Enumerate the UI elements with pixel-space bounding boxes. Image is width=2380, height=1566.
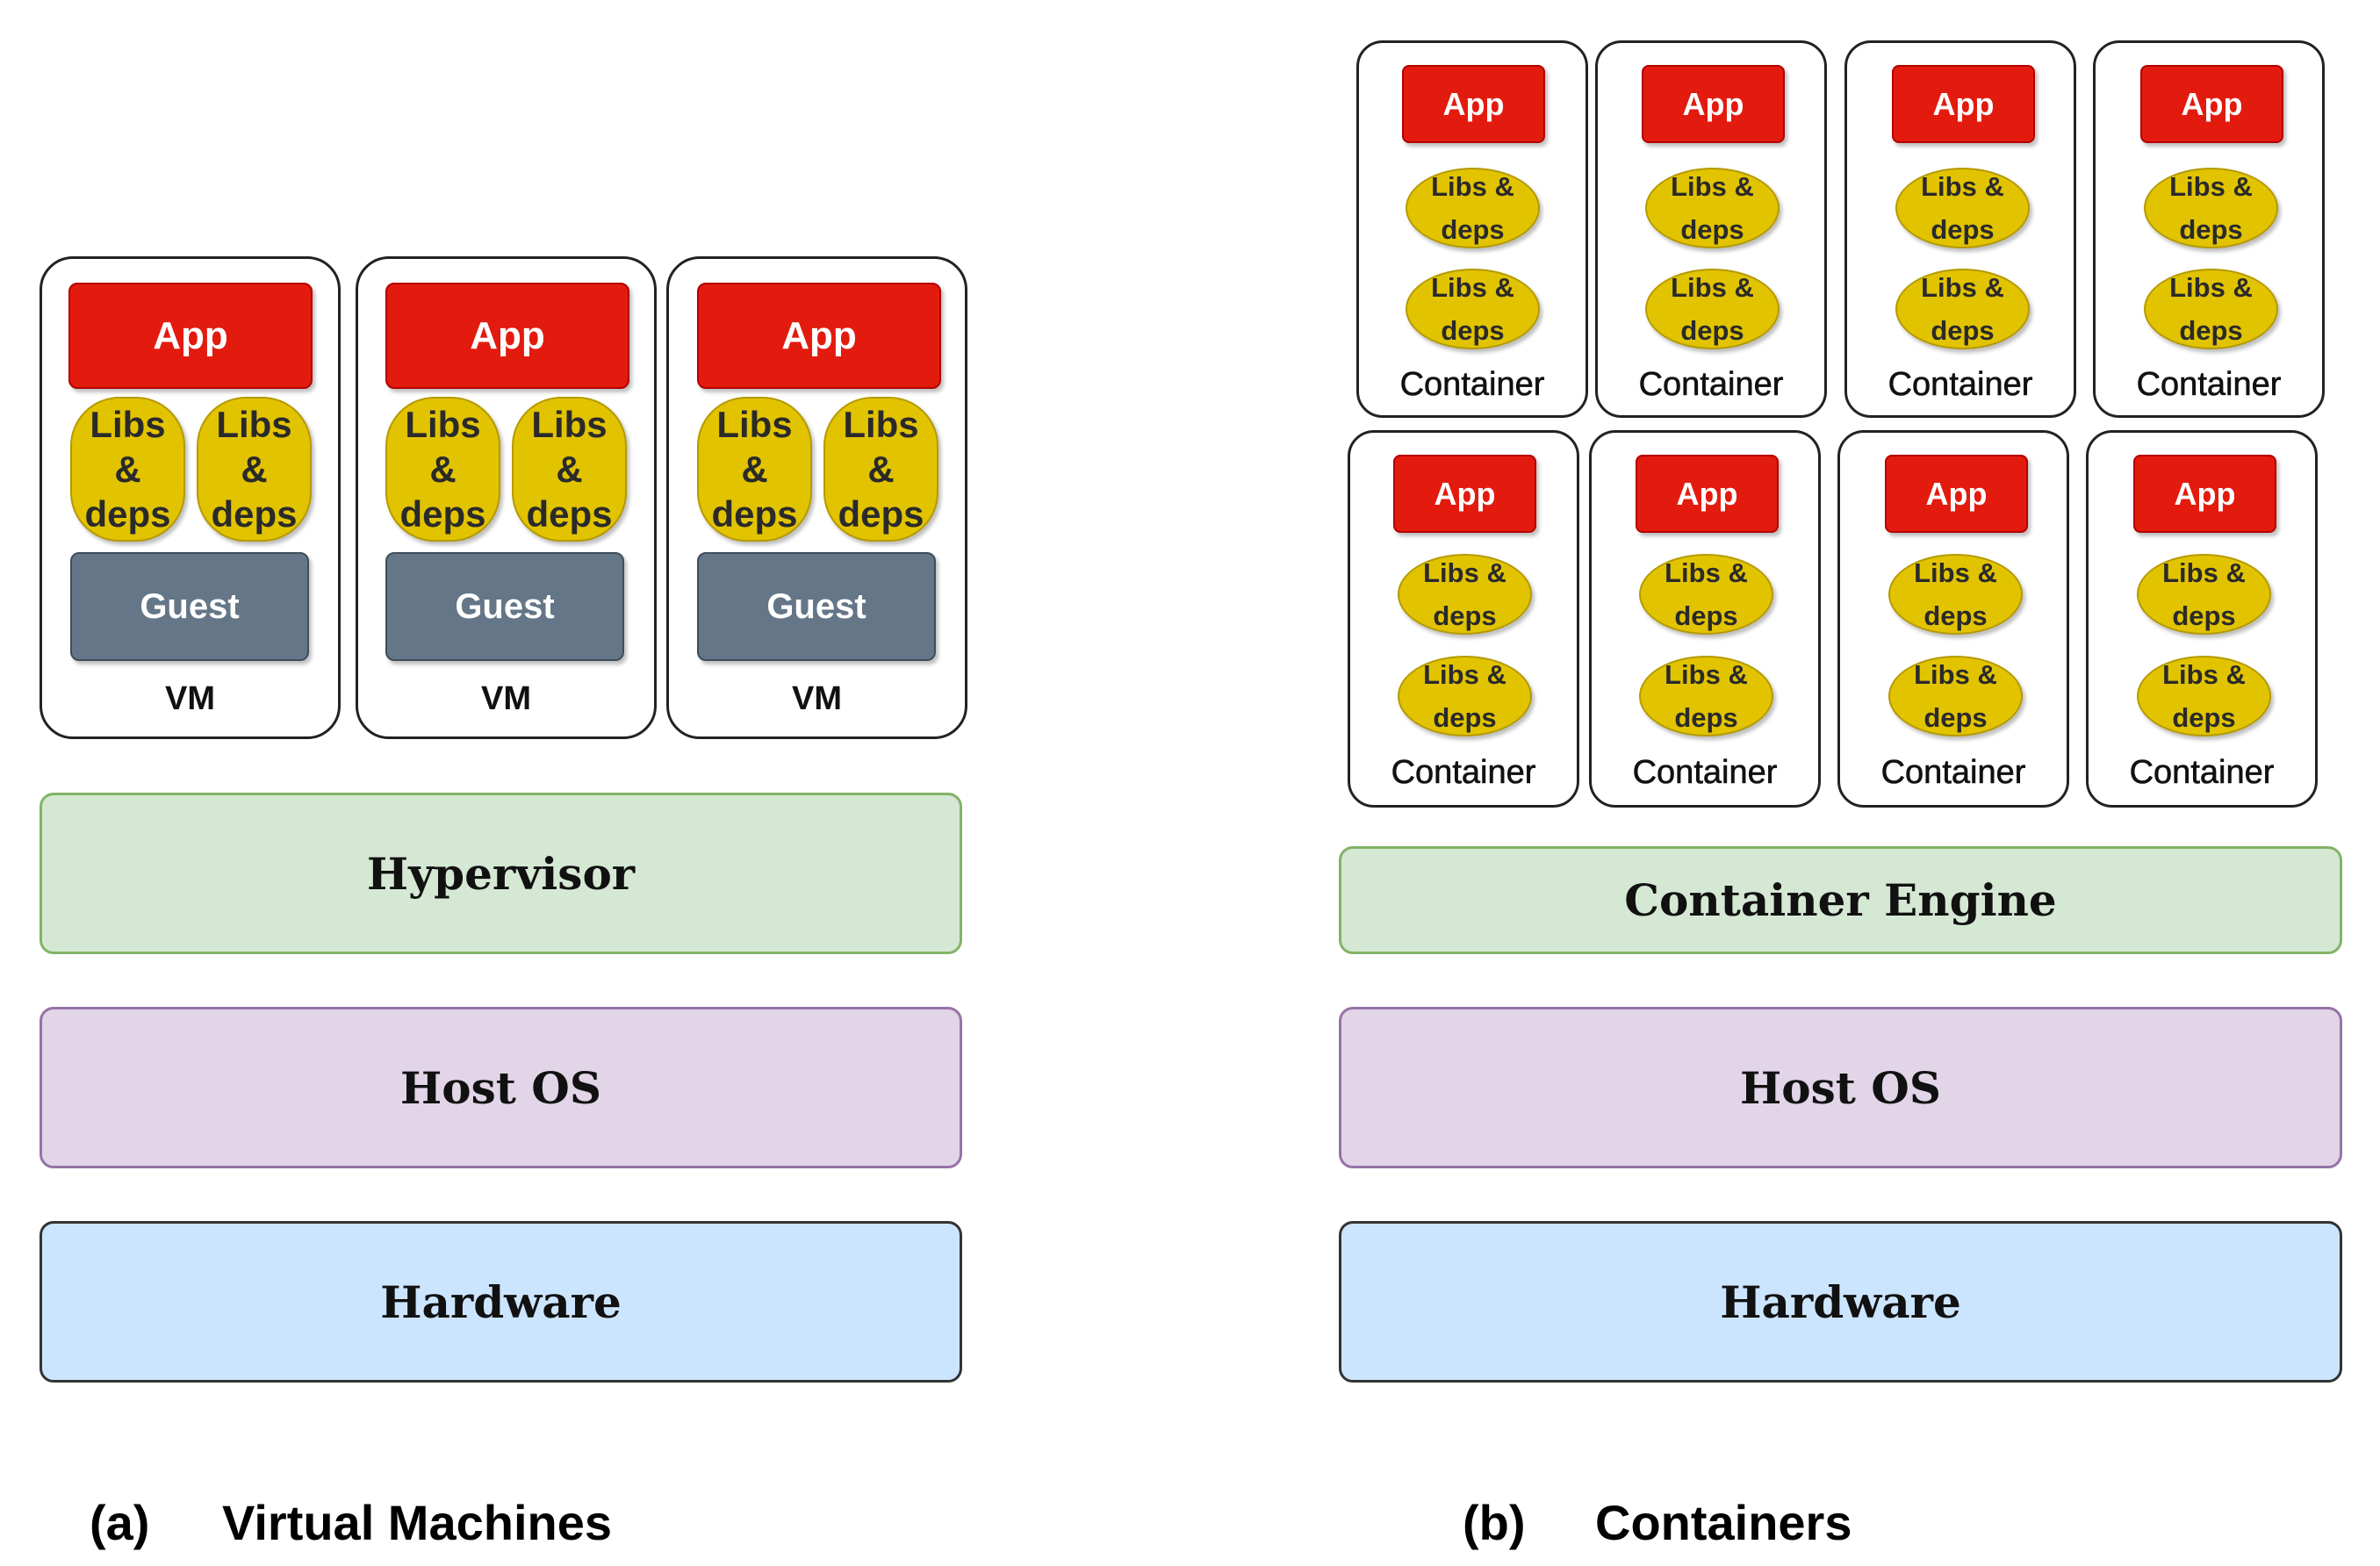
app-block: App bbox=[1393, 455, 1536, 533]
libs-deps-block: Libs & deps bbox=[512, 397, 627, 542]
container-box: App Libs & deps Libs & deps Container bbox=[2086, 430, 2318, 808]
libs-deps-block: Libs & deps bbox=[1895, 168, 2030, 248]
figure-caption: Containers bbox=[1595, 1495, 1852, 1550]
app-block: App bbox=[2133, 455, 2276, 533]
libs-deps-block: Libs & deps bbox=[1406, 168, 1540, 248]
libs-deps-block: Libs & deps bbox=[1888, 656, 2023, 736]
vm-label: VM bbox=[792, 680, 842, 717]
libs-deps-block: Libs & deps bbox=[2137, 554, 2271, 635]
vm-box: App Libs & deps Libs & deps Guest VM bbox=[356, 256, 657, 739]
container-label: Container bbox=[1632, 754, 1778, 792]
app-block: App bbox=[1885, 455, 2028, 533]
app-block: App bbox=[1636, 455, 1779, 533]
guest-os-block: Guest bbox=[697, 552, 936, 661]
libs-deps-block: Libs & deps bbox=[697, 397, 812, 542]
libs-deps-block: Libs & deps bbox=[823, 397, 938, 542]
vm-label: VM bbox=[481, 680, 531, 717]
container-box: App Libs & deps Libs & deps Container bbox=[1837, 430, 2069, 808]
libs-deps-block: Libs & deps bbox=[1639, 656, 1773, 736]
container-label: Container bbox=[1399, 366, 1545, 404]
libs-deps-block: Libs & deps bbox=[2137, 656, 2271, 736]
libs-deps-block: Libs & deps bbox=[70, 397, 185, 542]
vm-label: VM bbox=[165, 680, 215, 717]
libs-deps-block: Libs & deps bbox=[1398, 656, 1532, 736]
container-box: App Libs & deps Libs & deps Container bbox=[1348, 430, 1579, 808]
hardware-layer: Hardware bbox=[1339, 1221, 2342, 1383]
libs-deps-block: Libs & deps bbox=[1888, 554, 2023, 635]
libs-deps-block: Libs & deps bbox=[197, 397, 312, 542]
container-box: App Libs & deps Libs & deps Container bbox=[1589, 430, 1821, 808]
container-label: Container bbox=[1880, 754, 2026, 792]
libs-deps-block: Libs & deps bbox=[1645, 168, 1780, 248]
guest-os-block: Guest bbox=[70, 552, 309, 661]
figure-caption-letter: (a) bbox=[90, 1495, 150, 1550]
app-block: App bbox=[68, 283, 313, 389]
libs-deps-block: Libs & deps bbox=[385, 397, 500, 542]
libs-deps-block: Libs & deps bbox=[2144, 168, 2278, 248]
figure-caption-letter: (b) bbox=[1463, 1495, 1526, 1550]
vm-box: App Libs & deps Libs & deps Guest VM bbox=[40, 256, 341, 739]
hardware-layer: Hardware bbox=[40, 1221, 962, 1383]
libs-deps-block: Libs & deps bbox=[1398, 554, 1532, 635]
container-engine-layer: Container Engine bbox=[1339, 846, 2342, 954]
container-label: Container bbox=[1887, 366, 2033, 404]
app-block: App bbox=[385, 283, 629, 389]
container-box: App Libs & deps Libs & deps Container bbox=[2093, 40, 2325, 418]
libs-deps-block: Libs & deps bbox=[1645, 269, 1780, 349]
hypervisor-layer: Hypervisor bbox=[40, 793, 962, 954]
app-block: App bbox=[697, 283, 941, 389]
guest-os-block: Guest bbox=[385, 552, 624, 661]
libs-deps-block: Libs & deps bbox=[1895, 269, 2030, 349]
app-block: App bbox=[1402, 65, 1545, 143]
app-block: App bbox=[2140, 65, 2283, 143]
libs-deps-block: Libs & deps bbox=[2144, 269, 2278, 349]
host-os-layer: Host OS bbox=[40, 1007, 962, 1168]
host-os-layer: Host OS bbox=[1339, 1007, 2342, 1168]
container-box: App Libs & deps Libs & deps Container bbox=[1844, 40, 2076, 418]
container-box: App Libs & deps Libs & deps Container bbox=[1356, 40, 1588, 418]
vm-box: App Libs & deps Libs & deps Guest VM bbox=[666, 256, 967, 739]
figure-caption: Virtual Machines bbox=[222, 1495, 613, 1550]
container-label: Container bbox=[1638, 366, 1784, 404]
container-label: Container bbox=[1391, 754, 1536, 792]
container-box: App Libs & deps Libs & deps Container bbox=[1595, 40, 1827, 418]
container-label: Container bbox=[2136, 366, 2282, 404]
app-block: App bbox=[1642, 65, 1785, 143]
libs-deps-block: Libs & deps bbox=[1406, 269, 1540, 349]
app-block: App bbox=[1892, 65, 2035, 143]
libs-deps-block: Libs & deps bbox=[1639, 554, 1773, 635]
container-label: Container bbox=[2129, 754, 2275, 792]
